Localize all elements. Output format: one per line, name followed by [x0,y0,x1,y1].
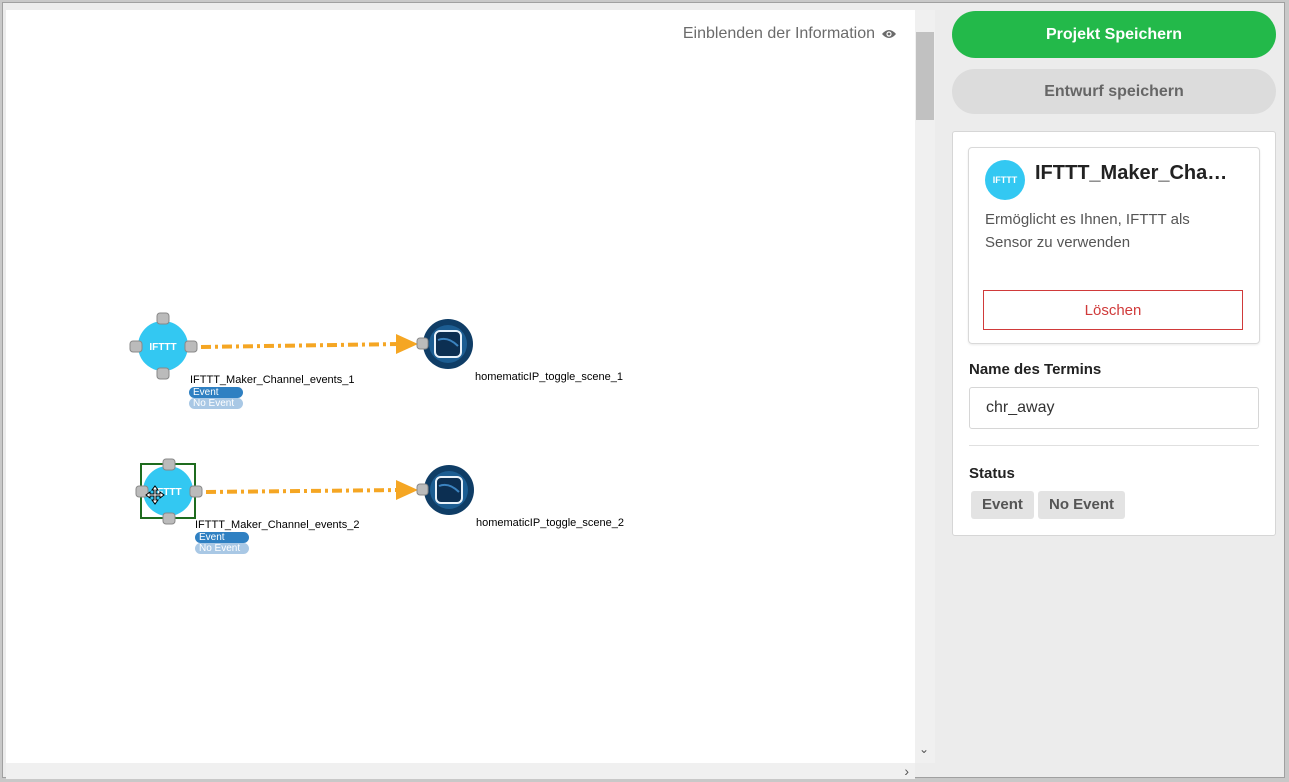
flow-canvas[interactable]: Einblenden der Information IFTTT [6,10,915,763]
status-option-no-event[interactable]: No Event [1038,491,1126,519]
save-project-button[interactable]: Projekt Speichern [952,11,1276,58]
event-name-label: Name des Termins [969,361,1102,378]
ifttt-logo-icon: IFTTT [985,160,1025,200]
status-label: Status [969,465,1015,482]
ifttt-node-2[interactable]: IFTTT [135,458,203,525]
svg-text:IFTTT: IFTTT [154,487,181,498]
homematic-node-2[interactable] [416,465,474,515]
homematic-node-1[interactable] [416,319,473,369]
move-cursor-icon [145,485,165,505]
save-draft-button[interactable]: Entwurf speichern [952,69,1276,114]
node-label-target-2: homematicIP_toggle_scene_2 [476,517,624,529]
node-label-source-1: IFTTT_Maker_Channel_events_1 [190,374,355,386]
horizontal-scrollbar[interactable]: › [6,763,915,779]
pill-noevent-1: No Event [189,398,243,409]
pill-event-1: Event [189,387,243,398]
edge-1 [200,342,402,349]
edge-1-arrowhead [396,334,418,354]
info-toggle-label: Einblenden der Information [682,25,875,42]
svg-text:IFTTT: IFTTT [149,342,176,353]
pill-event-2: Event [195,532,249,543]
divider [969,445,1259,446]
status-option-event[interactable]: Event [971,491,1034,519]
sidebar: Projekt Speichern Entwurf speichern IFTT… [935,3,1288,779]
flow-graph: IFTTT IFTTT [129,312,474,525]
vertical-scrollbar[interactable]: ⌄ [915,10,935,763]
node-label-source-2: IFTTT_Maker_Channel_events_2 [195,519,360,531]
info-toggle[interactable]: Einblenden der Information [683,25,897,43]
chevron-right-icon[interactable]: › [904,763,909,779]
ifttt-node-1[interactable]: IFTTT [129,312,198,380]
delete-button[interactable]: Löschen [983,290,1243,330]
edge-2 [205,488,402,494]
card-description: Ermöglicht es Ihnen, IFTTT als Sensor zu… [985,211,1190,251]
card-title: IFTTT_Maker_Chan... [1035,162,1235,184]
pill-noevent-2: No Event [195,543,249,554]
edge-2-arrowhead [396,480,418,500]
vertical-scroll-thumb[interactable] [916,32,934,120]
properties-panel: IFTTT IFTTT_Maker_Chan... Ermöglicht es … [952,131,1276,536]
node-label-target-1: homematicIP_toggle_scene_1 [475,371,623,383]
eye-icon [882,30,896,38]
node-info-card: IFTTT IFTTT_Maker_Chan... Ermöglicht es … [968,147,1260,344]
event-name-input[interactable] [969,387,1259,429]
chevron-down-icon[interactable]: ⌄ [919,742,930,756]
